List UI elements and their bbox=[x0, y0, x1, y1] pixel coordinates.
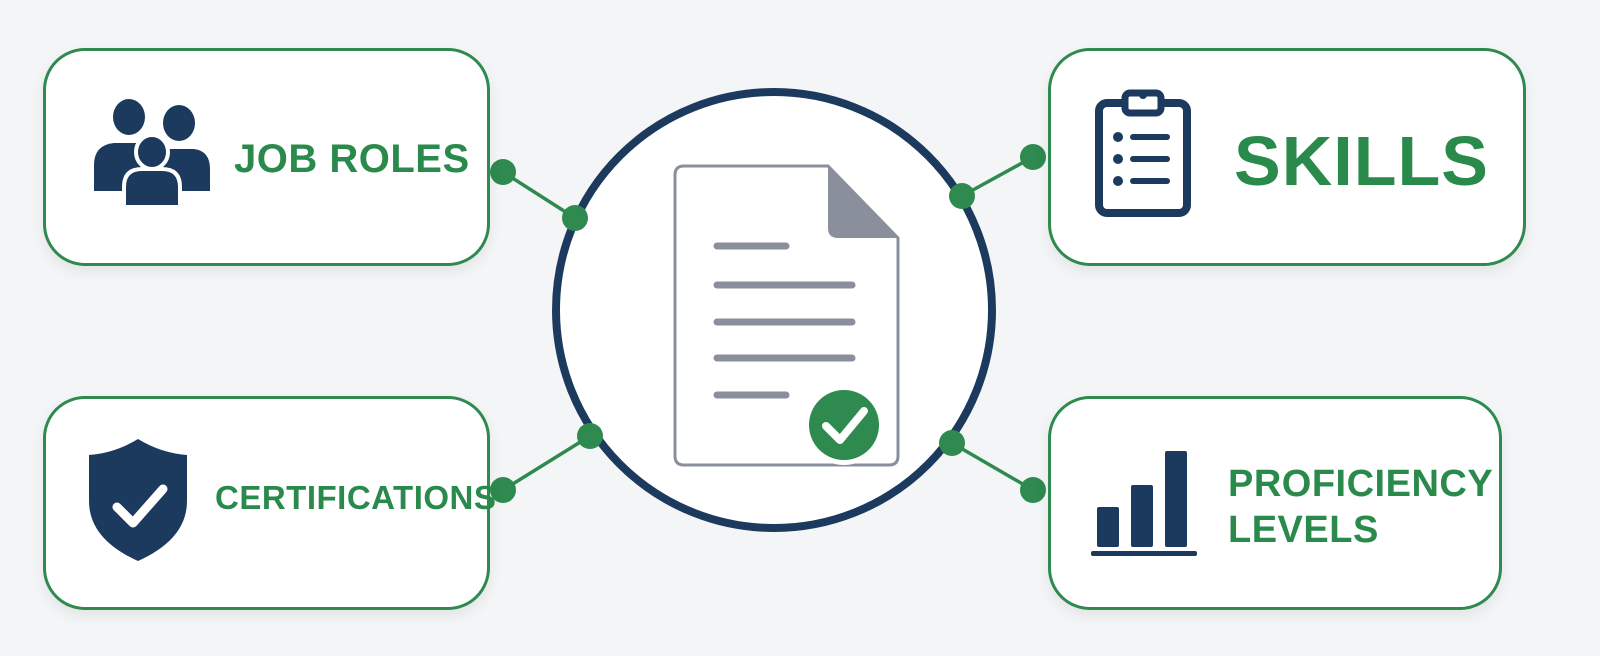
bar-chart-icon bbox=[1091, 451, 1197, 556]
clipboard-list-icon bbox=[1095, 89, 1191, 217]
connector-dot-cert-inner bbox=[577, 423, 603, 449]
job-roles-card: JOB ROLES bbox=[43, 48, 490, 266]
connector-job-roles bbox=[502, 170, 576, 220]
connector-dot-job-inner bbox=[562, 205, 588, 231]
proficiency-label-line1: PROFICIENCY bbox=[1228, 463, 1494, 505]
connector-dot-cert-outer bbox=[490, 477, 516, 503]
document-check-icon bbox=[673, 164, 900, 467]
certifications-card: CERTIFICATIONS bbox=[43, 396, 496, 610]
skills-label: SKILLS bbox=[1234, 122, 1489, 200]
connector-dot-skills-inner bbox=[949, 183, 975, 209]
connector-dot-skills-outer bbox=[1020, 144, 1046, 170]
proficiency-levels-label: PROFICIENCY LEVELS bbox=[1228, 461, 1493, 553]
connector-skills bbox=[961, 155, 1034, 198]
connector-dots bbox=[490, 144, 1046, 503]
skills-card: SKILLS bbox=[1048, 48, 1526, 266]
connector-dot-prof-outer bbox=[1020, 477, 1046, 503]
connector-proficiency bbox=[951, 441, 1034, 492]
proficiency-label-line2: LEVELS bbox=[1228, 509, 1379, 551]
connector-dot-job-outer bbox=[490, 159, 516, 185]
shield-check-icon bbox=[89, 439, 187, 561]
proficiency-levels-card: PROFICIENCY LEVELS bbox=[1048, 396, 1502, 610]
connector-lines bbox=[502, 155, 1034, 492]
job-roles-label: JOB ROLES bbox=[234, 137, 470, 181]
certifications-label: CERTIFICATIONS bbox=[215, 479, 497, 516]
connector-certifications bbox=[502, 434, 591, 492]
connector-dot-prof-inner bbox=[939, 430, 965, 456]
people-group-icon bbox=[94, 99, 210, 205]
